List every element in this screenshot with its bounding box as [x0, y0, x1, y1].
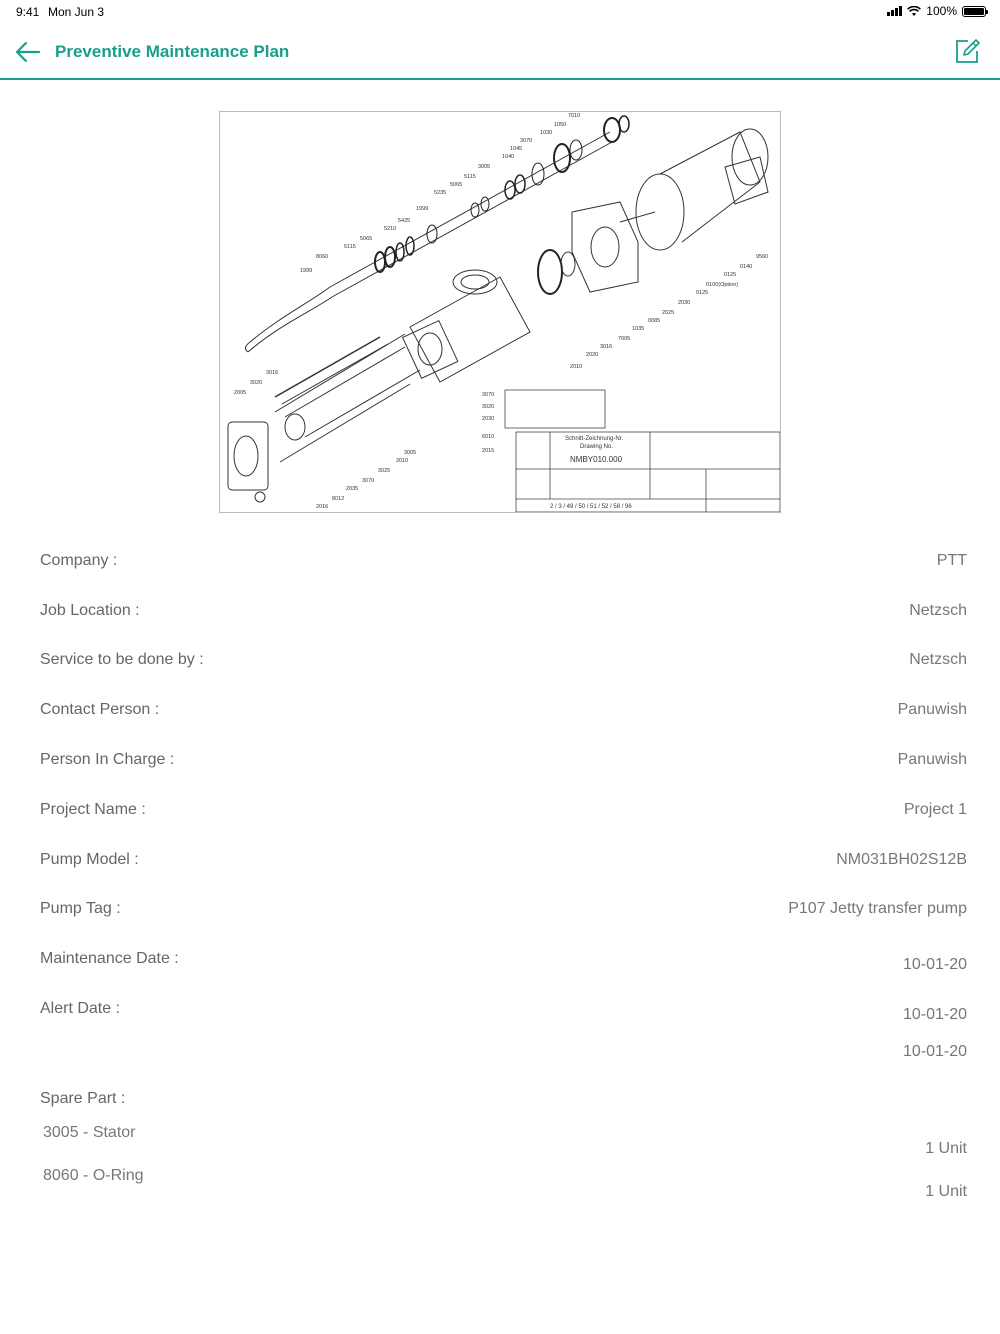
drawing-callout: 5115: [344, 244, 356, 250]
drawing-title-block-name: Schnitt-Zeichnung-Nr.: [565, 436, 623, 442]
drawing-callout: 6010: [482, 434, 494, 440]
arrow-left-icon: [15, 41, 41, 63]
drawing-callout: 2010: [396, 458, 408, 464]
drawing-callout: 0100(Option): [706, 282, 738, 288]
drawing-callout: 1999: [416, 206, 428, 212]
drawing-callout: 2020: [586, 352, 598, 358]
detail-value: P107 Jetty transfer pump: [788, 900, 967, 917]
detail-label: Job Location :: [40, 602, 140, 619]
drawing-callout: 3025: [378, 468, 390, 474]
signal-icon: [887, 6, 903, 16]
drawing-callout: 5065: [450, 182, 462, 188]
drawing-revision-line: 2 / 3 / 49 / 50 / 51 / 52 / 58 / 96: [550, 504, 632, 510]
drawing-callout: 0125: [724, 272, 736, 278]
detail-value: 10-01-20: [902, 956, 967, 973]
drawing-callout: 2030: [678, 300, 690, 306]
drawing-callout: 0125: [696, 290, 708, 296]
drawing-callout: 1030: [540, 130, 552, 136]
drawing-callout: 5210: [384, 226, 396, 232]
drawing-callout: 3016: [600, 344, 612, 350]
drawing-callout: 0085: [648, 318, 660, 324]
drawing-callout: 3016: [266, 370, 278, 376]
status-date: Mon Jun 3: [48, 5, 105, 19]
drawing-callout: 5425: [398, 218, 410, 224]
battery-icon: [962, 5, 988, 17]
drawing-callout: 3020: [482, 404, 494, 410]
drawing-number: NMBY010.000: [570, 455, 623, 464]
detail-value: NM031BH02S12B: [836, 851, 967, 868]
detail-value: Netzsch: [909, 602, 967, 619]
drawing-title-block-drawing: Drawing No.: [580, 444, 613, 450]
pump-drawing-svg: 7010105010303070104510403005511550655235…: [227, 113, 780, 512]
drawing-callout: 5235: [434, 190, 446, 196]
drawing-callout: 3005: [478, 164, 490, 170]
back-button[interactable]: [12, 38, 44, 66]
status-indicators: 100%: [887, 4, 988, 18]
drawing-callout: 8060: [316, 254, 328, 260]
detail-value: Netzsch: [909, 651, 967, 668]
spare-part-name: 8060 - O-Ring: [43, 1167, 144, 1184]
drawing-callout: 8012: [332, 496, 344, 502]
drawing-callout: 1045: [510, 146, 522, 152]
wifi-icon: [907, 5, 922, 16]
spare-part-name: 3005 - Stator: [43, 1124, 136, 1141]
detail-value: PTT: [936, 552, 967, 569]
detail-label: Company :: [40, 552, 118, 569]
drawing-callout: 2035: [346, 486, 358, 492]
drawing-callout: 3070: [362, 478, 374, 484]
status-time: 9:41: [16, 5, 40, 19]
detail-value: Project 1: [903, 801, 967, 818]
battery-percent: 100%: [926, 4, 957, 18]
detail-label: Person In Charge :: [40, 751, 175, 768]
drawing-callout: 2030: [482, 416, 494, 422]
drawing-callout: 3005: [404, 450, 416, 456]
drawing-callout: 1050: [554, 122, 566, 128]
drawing-callout: 3070: [520, 138, 532, 144]
drawing-callout: 0140: [740, 264, 752, 270]
drawing-callout: 7010: [568, 113, 580, 119]
detail-value: Panuwish: [897, 751, 967, 768]
edit-icon: [956, 39, 980, 63]
drawing-callout: 2016: [316, 504, 328, 510]
page-title: Preventive Maintenance Plan: [55, 42, 290, 61]
detail-label: Service to be done by :: [40, 651, 204, 668]
spare-part-qty: 1 Unit: [925, 1183, 967, 1200]
drawing-callout: 1999: [300, 268, 312, 274]
drawing-callout: 2025: [662, 310, 674, 316]
drawing-callout: 2005: [234, 390, 246, 396]
drawing-callout: 3020: [250, 380, 262, 386]
spare-part-qty: 1 Unit: [925, 1140, 967, 1157]
spare-part-label: Spare Part :: [40, 1090, 126, 1107]
extra-date-value: 10-01-20: [902, 1043, 967, 1060]
detail-label: Maintenance Date :: [40, 950, 179, 967]
drawing-callout: 7005: [618, 336, 630, 342]
status-bar: 9:41 Mon Jun 3 100%: [0, 0, 1000, 24]
detail-label: Pump Tag :: [40, 900, 121, 917]
drawing-callout: 5065: [360, 236, 372, 242]
detail-label: Pump Model :: [40, 851, 139, 868]
detail-label: Contact Person :: [40, 701, 160, 718]
drawing-callout: 9560: [756, 254, 768, 260]
drawing-callout: 5115: [464, 174, 476, 180]
drawing-callout: 2015: [482, 448, 494, 454]
detail-label: Project Name :: [40, 801, 146, 818]
edit-button[interactable]: [952, 36, 982, 66]
nav-bar: Preventive Maintenance Plan: [0, 24, 1000, 80]
drawing-callout: 1040: [502, 154, 514, 160]
drawing-callout: 1035: [632, 326, 644, 332]
drawing-callout: 2010: [570, 364, 582, 370]
drawing-callout: 3070: [482, 392, 494, 398]
detail-value: Panuwish: [897, 701, 967, 718]
detail-value: 10-01-20: [902, 1006, 967, 1023]
detail-label: Alert Date :: [40, 1000, 121, 1017]
